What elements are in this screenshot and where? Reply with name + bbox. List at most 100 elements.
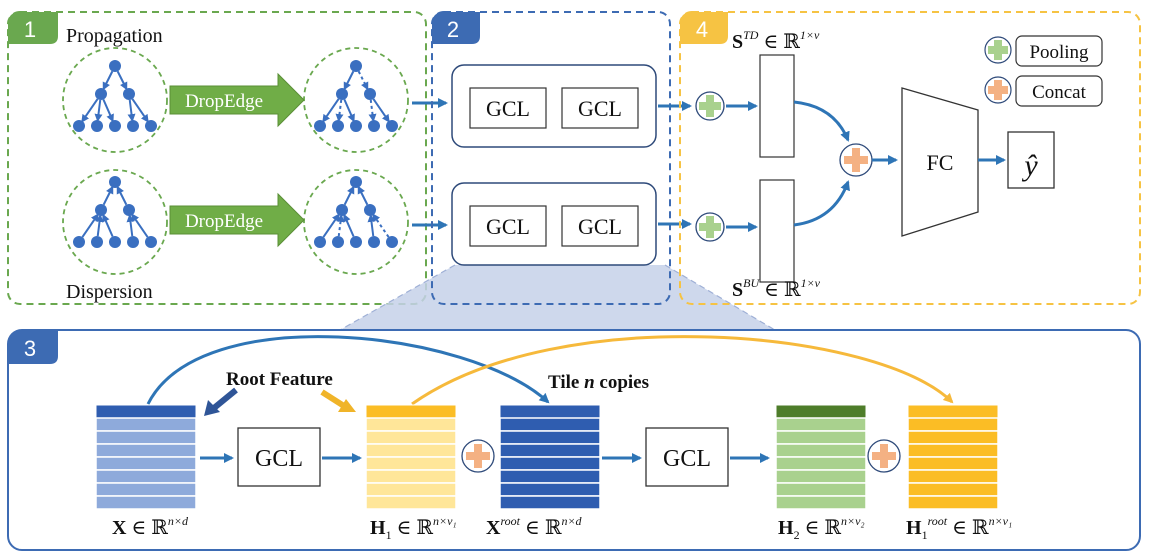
h1root-matrix-row [907,482,999,497]
tree-edge [372,213,390,238]
xroot-matrix-row [499,469,601,484]
h2-matrix-row [775,430,867,445]
gcl-box [237,427,321,487]
tree-edge [102,213,114,237]
xroot-matrix-row [499,482,601,497]
gcl-box [469,205,547,247]
panel-4-number: 4 [696,17,708,42]
tree-node [314,236,326,248]
tree-edge [131,98,149,123]
propagation-label: Propagation [66,25,163,47]
pooling-op-top [695,91,725,121]
x-matrix-row [95,495,197,510]
tree-edge [131,213,149,238]
tree-edge [102,70,114,91]
panel-3: 3 Root Feature Tile n copies GCL GCL [7,329,1141,551]
tree-node [109,120,121,132]
tree-edge [357,70,369,91]
root-feature-arrow-left [204,387,238,416]
tree-node [332,120,344,132]
gcl-label: GCL [486,96,530,121]
tree-edge [335,99,344,123]
s-td-vector [759,54,795,158]
h1root-matrix-root-row [907,404,999,419]
tree-node [364,88,376,100]
panel-2-tab [432,12,480,44]
pooling-legend-label: Pooling [1029,42,1089,63]
h1-label: H1 ∈ ℝn×v₁ [370,514,457,542]
x-matrix-row [95,469,197,484]
tree-circle-dispersion-drop [303,169,409,275]
tree-edge [94,99,103,123]
root-feature-arrow-right [320,389,356,412]
tree-edge [336,213,345,237]
gcl-label: GCL [255,446,303,472]
tree-edge [343,185,355,206]
h2-matrix-row [775,443,867,458]
tree-edge [343,70,355,91]
h2-matrix-row [775,417,867,432]
tree-node [145,120,157,132]
gcl-label: GCL [663,446,711,472]
x-label: X ∈ ℝn×d [112,514,189,539]
h2-matrix-row [775,469,867,484]
gcl-label: GCL [578,214,622,239]
tree-edge [81,213,99,238]
panel-2-border [431,11,671,305]
tree-node [314,120,326,132]
h1-matrix-row [365,417,457,432]
tree-node [127,120,139,132]
concat-op [839,143,873,177]
panel-4: 4 STD ∈ ℝ1×v SBU ∈ ℝ1×v FC ŷ [679,11,1141,305]
tree-node [350,120,362,132]
h1-matrix-row [365,469,457,484]
tree-node [145,236,157,248]
tree-edge [322,98,340,123]
gcl-box [469,87,547,129]
pooling-legend-box [1015,35,1103,67]
tile-arrow [146,335,550,405]
tree-edge [372,98,390,123]
x-matrix-row [95,456,197,471]
tree-node [336,204,348,216]
xroot-matrix-row [499,443,601,458]
tree-edge [367,213,376,237]
tree-edge [95,213,104,237]
tree-node [109,60,121,72]
dropedge-arrow-top: DropEdge [169,72,305,128]
trees [73,60,398,248]
gcl-label: GCL [486,214,530,239]
s-bu-vector [759,179,795,283]
h1root-matrix-row [907,443,999,458]
dropedge-label-top: DropEdge [185,91,263,112]
h1root-matrix-row [907,469,999,484]
h2-matrix-root-row [775,404,867,419]
xroot-matrix-row [499,417,601,432]
tree-node [364,204,376,216]
tree-edge [126,213,135,237]
tree-node [95,88,107,100]
tree-edge [116,70,128,91]
x-matrix-row [95,482,197,497]
gcl-box [561,87,639,129]
gcl-label: GCL [578,96,622,121]
tree-edge [127,99,136,123]
tree-node [336,88,348,100]
fc-label: FC [927,150,954,175]
tree-edge [102,185,114,206]
concat-op [867,439,901,473]
x-matrix-row [95,430,197,445]
gcl-box [645,427,729,487]
dropedge-label-bottom: DropEdge [185,211,263,232]
panel-1-tab [8,12,58,44]
matrices [95,404,999,510]
dropedge-arrow-bottom: DropEdge [169,192,305,248]
tree-edge [357,185,369,206]
h2-matrix-row [775,456,867,471]
h1root-matrix-row [907,456,999,471]
panel-1-number: 1 [24,17,36,42]
tree-edge [102,99,114,123]
h1-matrix-root-row [365,404,457,419]
tree-node [123,204,135,216]
